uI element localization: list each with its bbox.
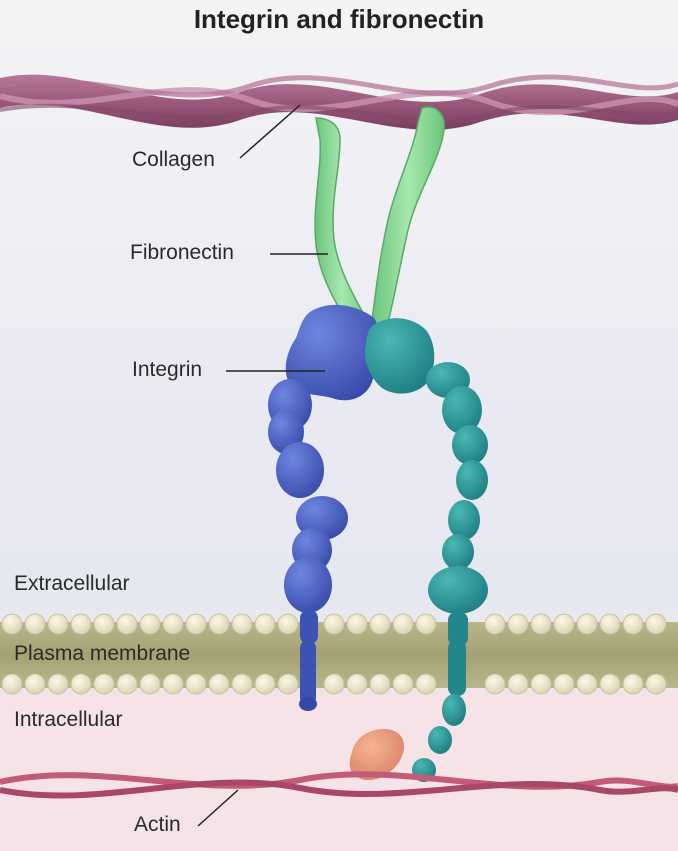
lipid-head	[116, 673, 138, 695]
extracellular-label: Extracellular	[14, 572, 130, 595]
lipid-head	[162, 673, 184, 695]
lipid-head	[530, 613, 552, 635]
lipid-head	[484, 673, 506, 695]
lipid-head	[277, 613, 299, 635]
lipid-head	[599, 673, 621, 695]
actin-filament	[0, 771, 678, 799]
actin-label: Actin	[134, 813, 181, 836]
collagen-label: Collagen	[132, 148, 215, 171]
integrin-alpha-subunit	[268, 304, 381, 711]
lipid-heads-inner	[1, 673, 667, 695]
intracellular-label: Intracellular	[14, 708, 123, 731]
lipid-head	[622, 673, 644, 695]
integrin-label: Integrin	[132, 358, 203, 381]
lipid-head	[24, 613, 46, 635]
lipid-head	[162, 613, 184, 635]
lipid-head	[93, 673, 115, 695]
plasma-membrane-label: Plasma membrane	[14, 642, 191, 665]
lipid-head	[415, 613, 437, 635]
lipid-head	[530, 673, 552, 695]
lipid-head	[553, 613, 575, 635]
lipid-head	[24, 673, 46, 695]
lipid-head	[93, 613, 115, 635]
lipid-head	[47, 673, 69, 695]
lipid-heads-outer	[1, 613, 667, 635]
lipid-head	[346, 673, 368, 695]
lipid-head	[553, 673, 575, 695]
leader-lines	[197, 104, 328, 827]
lipid-head	[254, 613, 276, 635]
lipid-head	[507, 673, 529, 695]
lipid-head	[392, 613, 414, 635]
lipid-head	[576, 673, 598, 695]
actin-leader	[197, 789, 239, 827]
lipid-head	[346, 613, 368, 635]
lipid-head	[484, 613, 506, 635]
lipid-head	[116, 613, 138, 635]
plasma-membrane	[0, 613, 678, 695]
lipid-head	[139, 613, 161, 635]
lipid-head	[185, 613, 207, 635]
lipid-head	[369, 613, 391, 635]
lipid-head	[254, 673, 276, 695]
lipid-head	[622, 613, 644, 635]
lipid-head	[392, 673, 414, 695]
fibronectin-label: Fibronectin	[130, 241, 234, 264]
lipid-head	[70, 673, 92, 695]
lipid-head	[369, 673, 391, 695]
adaptor-protein	[349, 728, 405, 781]
lipid-head	[645, 613, 667, 635]
lipid-head	[1, 673, 23, 695]
lipid-head	[507, 613, 529, 635]
collagen-fiber	[0, 74, 678, 130]
lipid-head	[139, 673, 161, 695]
diagram-title: Integrin and fibronectin	[193, 4, 485, 34]
lipid-head	[70, 613, 92, 635]
lipid-head	[599, 613, 621, 635]
lipid-head	[576, 613, 598, 635]
lipid-head	[277, 673, 299, 695]
intracellular-region	[0, 690, 678, 851]
lipid-head	[47, 613, 69, 635]
lipid-head	[323, 673, 345, 695]
lipid-head	[645, 673, 667, 695]
lipid-head	[208, 613, 230, 635]
lipid-head	[231, 613, 253, 635]
lipid-head	[415, 673, 437, 695]
lipid-head	[231, 673, 253, 695]
integrin-beta-subunit	[364, 318, 488, 782]
collagen-leader	[239, 104, 301, 159]
lipid-head	[185, 673, 207, 695]
lipid-head	[1, 613, 23, 635]
lipid-head	[208, 673, 230, 695]
lipid-head	[323, 613, 345, 635]
